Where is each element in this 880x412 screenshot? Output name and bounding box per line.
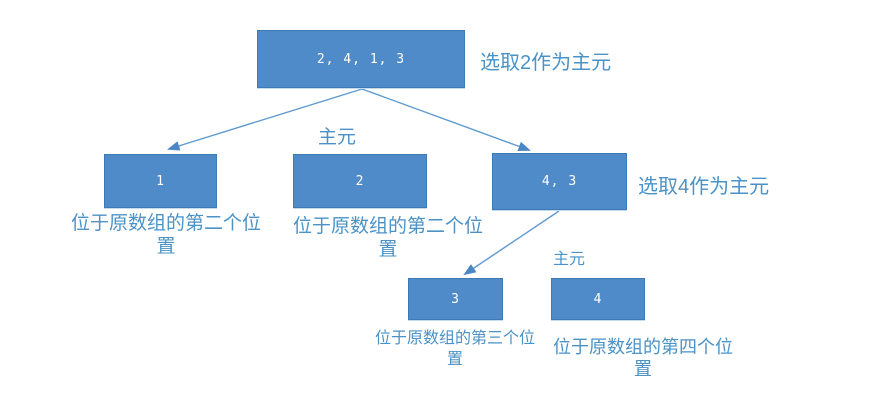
node-root-value: 2, 4, 1, 3 (316, 51, 406, 67)
node-4-value: 4 (593, 291, 603, 307)
node-box-1: 1 (104, 154, 217, 208)
node-3-value: 3 (451, 291, 460, 307)
label-pick-4-as-pivot: 选取4作为主元 (638, 176, 770, 198)
label-pivot-mid: 主元 (318, 127, 357, 148)
node-43-value: 4, 3 (541, 174, 578, 189)
caption-node-3-position: 位于原数组的第三个位置 (374, 330, 535, 368)
caption-node-1-position: 位于原数组的第二个位置 (70, 213, 261, 257)
node-box-root: 2, 4, 1, 3 (257, 30, 465, 88)
node-box-4-pivot: 4 (551, 278, 645, 320)
arrow-root-to-right-child (361, 88, 531, 152)
node-1-value: 1 (156, 173, 165, 189)
label-pick-2-as-pivot: 选取2作为主元 (480, 52, 612, 74)
node-box-3: 3 (408, 278, 503, 320)
caption-node-2-position: 位于原数组的第二个位置 (292, 216, 483, 260)
node-box-2-pivot: 2 (293, 154, 427, 208)
node-2-value: 2 (355, 173, 365, 189)
label-pivot-bottom: 主元 (553, 251, 586, 268)
node-box-43: 4, 3 (492, 153, 627, 210)
caption-node-4-position: 位于原数组的第四个位置 (553, 337, 733, 379)
